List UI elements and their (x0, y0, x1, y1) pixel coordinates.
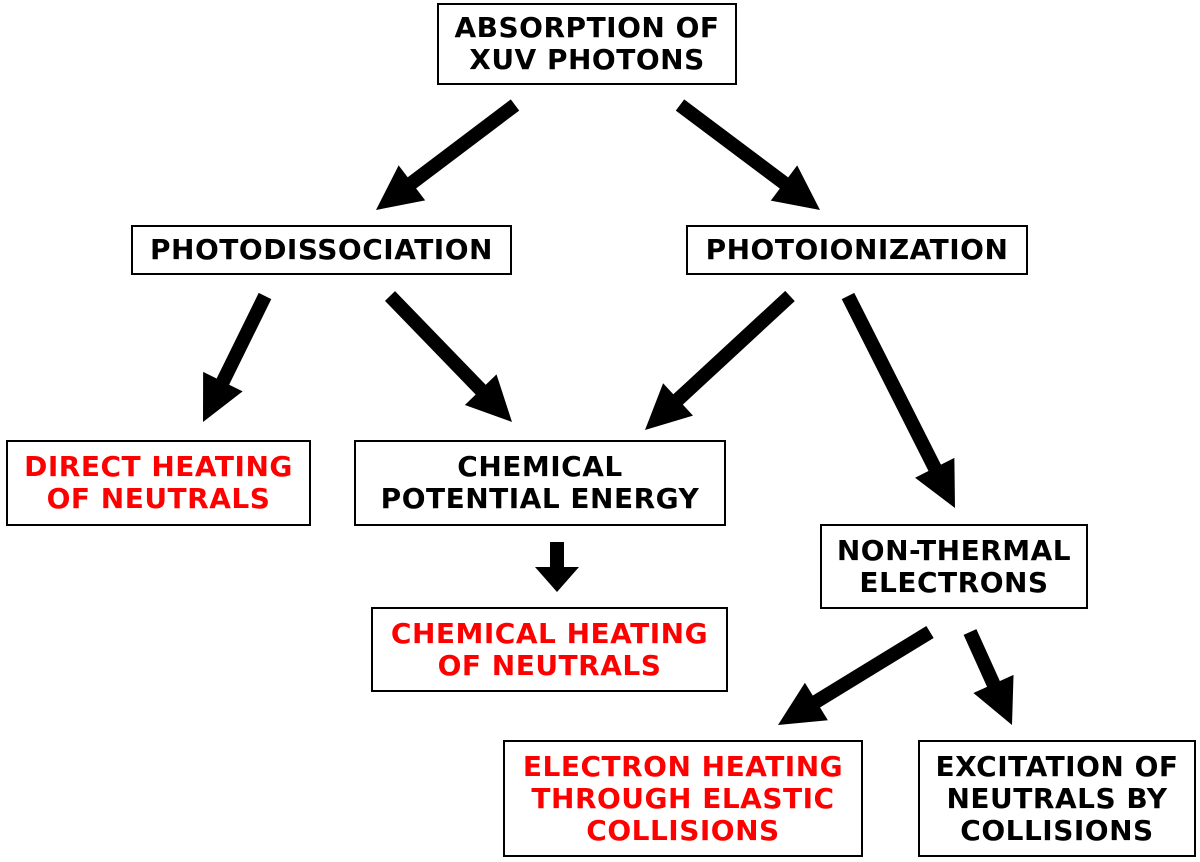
arrow-head (973, 674, 1014, 725)
arrow-non-thermal-to-excitation (963, 629, 1014, 725)
arrow-shaft (215, 292, 272, 387)
arrow-shaft (841, 292, 942, 473)
arrow-shaft (384, 291, 488, 396)
arrow-shaft (406, 99, 520, 190)
arrow-head (376, 165, 426, 210)
arrow-photodissociation-to-chemical-potential (384, 291, 512, 422)
node-chemical-potential-energy: CHEMICAL POTENTIAL ENERGY (354, 440, 726, 526)
arrow-chemical-potential-to-chemical-heating (535, 542, 579, 592)
arrow-absorption-to-photoionization (675, 99, 820, 210)
arrow-photodissociation-to-direct-heating (203, 292, 272, 422)
node-photoionization: PHOTOIONIZATION (686, 225, 1028, 275)
arrow-absorption-to-photodissociation (376, 99, 520, 210)
arrow-head (464, 374, 512, 422)
arrow-head (770, 165, 820, 210)
node-excitation-of-neutrals-by-collisions: EXCITATION OF NEUTRALS BY COLLISIONS (918, 740, 1196, 857)
arrow-head (915, 457, 955, 508)
arrow-shaft (811, 626, 934, 709)
arrow-shaft (671, 290, 795, 406)
arrow-photoionization-to-chemical-potential (645, 290, 795, 430)
arrow-photoionization-to-non-thermal (841, 292, 955, 508)
arrow-non-thermal-to-electron-heating (778, 626, 934, 725)
node-electron-heating-through-elastic-collisions: ELECTRON HEATING THROUGH ELASTIC COLLISI… (503, 740, 863, 857)
arrow-shaft (675, 99, 790, 190)
node-chemical-heating-of-neutrals: CHEMICAL HEATING OF NEUTRALS (371, 607, 728, 692)
arrow-head (535, 567, 579, 592)
node-photodissociation: PHOTODISSOCIATION (131, 225, 512, 275)
node-absorption-of-xuv-photons: ABSORPTION OF XUV PHOTONS (437, 3, 737, 85)
node-non-thermal-electrons: NON-THERMAL ELECTRONS (820, 524, 1088, 609)
arrow-head (778, 682, 828, 725)
arrow-head (203, 371, 243, 422)
arrow-shaft (963, 629, 1001, 689)
arrow-head (645, 383, 693, 430)
node-direct-heating-of-neutrals: DIRECT HEATING OF NEUTRALS (6, 440, 311, 526)
